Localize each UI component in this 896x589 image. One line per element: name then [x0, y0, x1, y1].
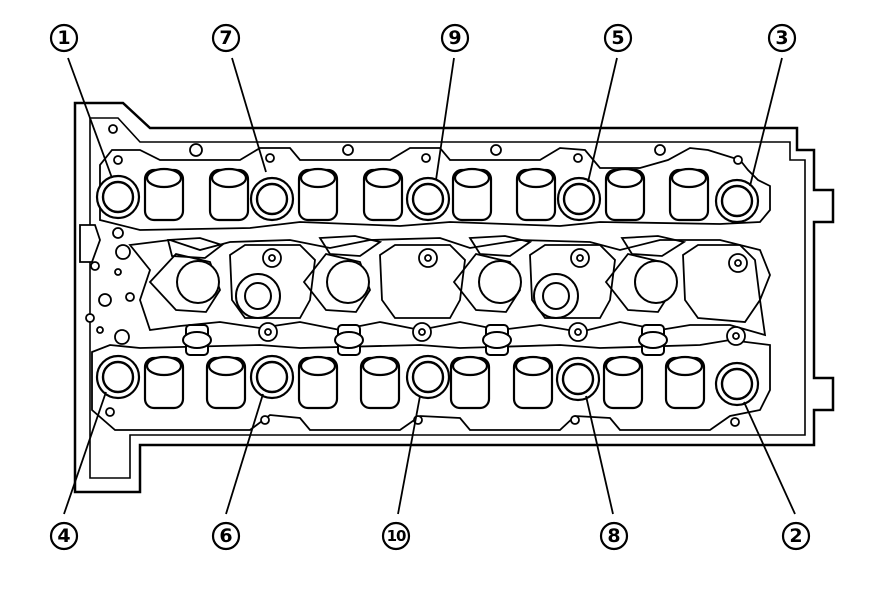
combustion-chambers: [128, 235, 771, 337]
callout-9-label: 9: [448, 27, 461, 49]
left-end-details: [79, 124, 135, 417]
callouts: 1 7 9 5 3 4 6 10: [49, 23, 811, 551]
upper-rail: [99, 147, 771, 231]
head-bolt-6: [249, 354, 295, 400]
head-bolt-5: [556, 176, 602, 222]
callout-5: 5: [603, 23, 633, 53]
plug-bosses: [182, 324, 668, 356]
callout-3: 3: [767, 23, 797, 53]
head-bolt-8: [555, 356, 601, 402]
head-bolt-2: [714, 361, 760, 407]
head-bolt-9: [405, 176, 451, 222]
head-bolt-3: [714, 178, 760, 224]
head-bolt-1: [95, 174, 141, 220]
head-bolt-10: [405, 354, 451, 400]
lower-rail: [91, 339, 771, 431]
valve-seats: [176, 260, 678, 319]
callout-4-label: 4: [57, 525, 70, 547]
callout-4: 4: [49, 521, 79, 551]
callout-1: 1: [49, 23, 79, 53]
callout-2: 2: [781, 521, 811, 551]
head-bolt-4: [95, 354, 141, 400]
callout-6: 6: [211, 521, 241, 551]
leader-lines: [63, 57, 796, 515]
callout-2-label: 2: [789, 525, 802, 547]
callout-8: 8: [599, 521, 629, 551]
callout-9: 9: [440, 23, 470, 53]
callout-5-label: 5: [611, 27, 624, 49]
callout-10-label: 10: [387, 527, 406, 545]
callout-6-label: 6: [219, 525, 232, 547]
head-bolt-7: [249, 176, 295, 222]
callout-7: 7: [211, 23, 241, 53]
cylinder-head-outline: [73, 101, 835, 494]
callout-1-label: 1: [57, 27, 70, 49]
callout-10: 10: [381, 521, 411, 551]
callout-7-label: 7: [219, 27, 232, 49]
callout-3-label: 3: [775, 27, 788, 49]
callout-8-label: 8: [607, 525, 620, 547]
